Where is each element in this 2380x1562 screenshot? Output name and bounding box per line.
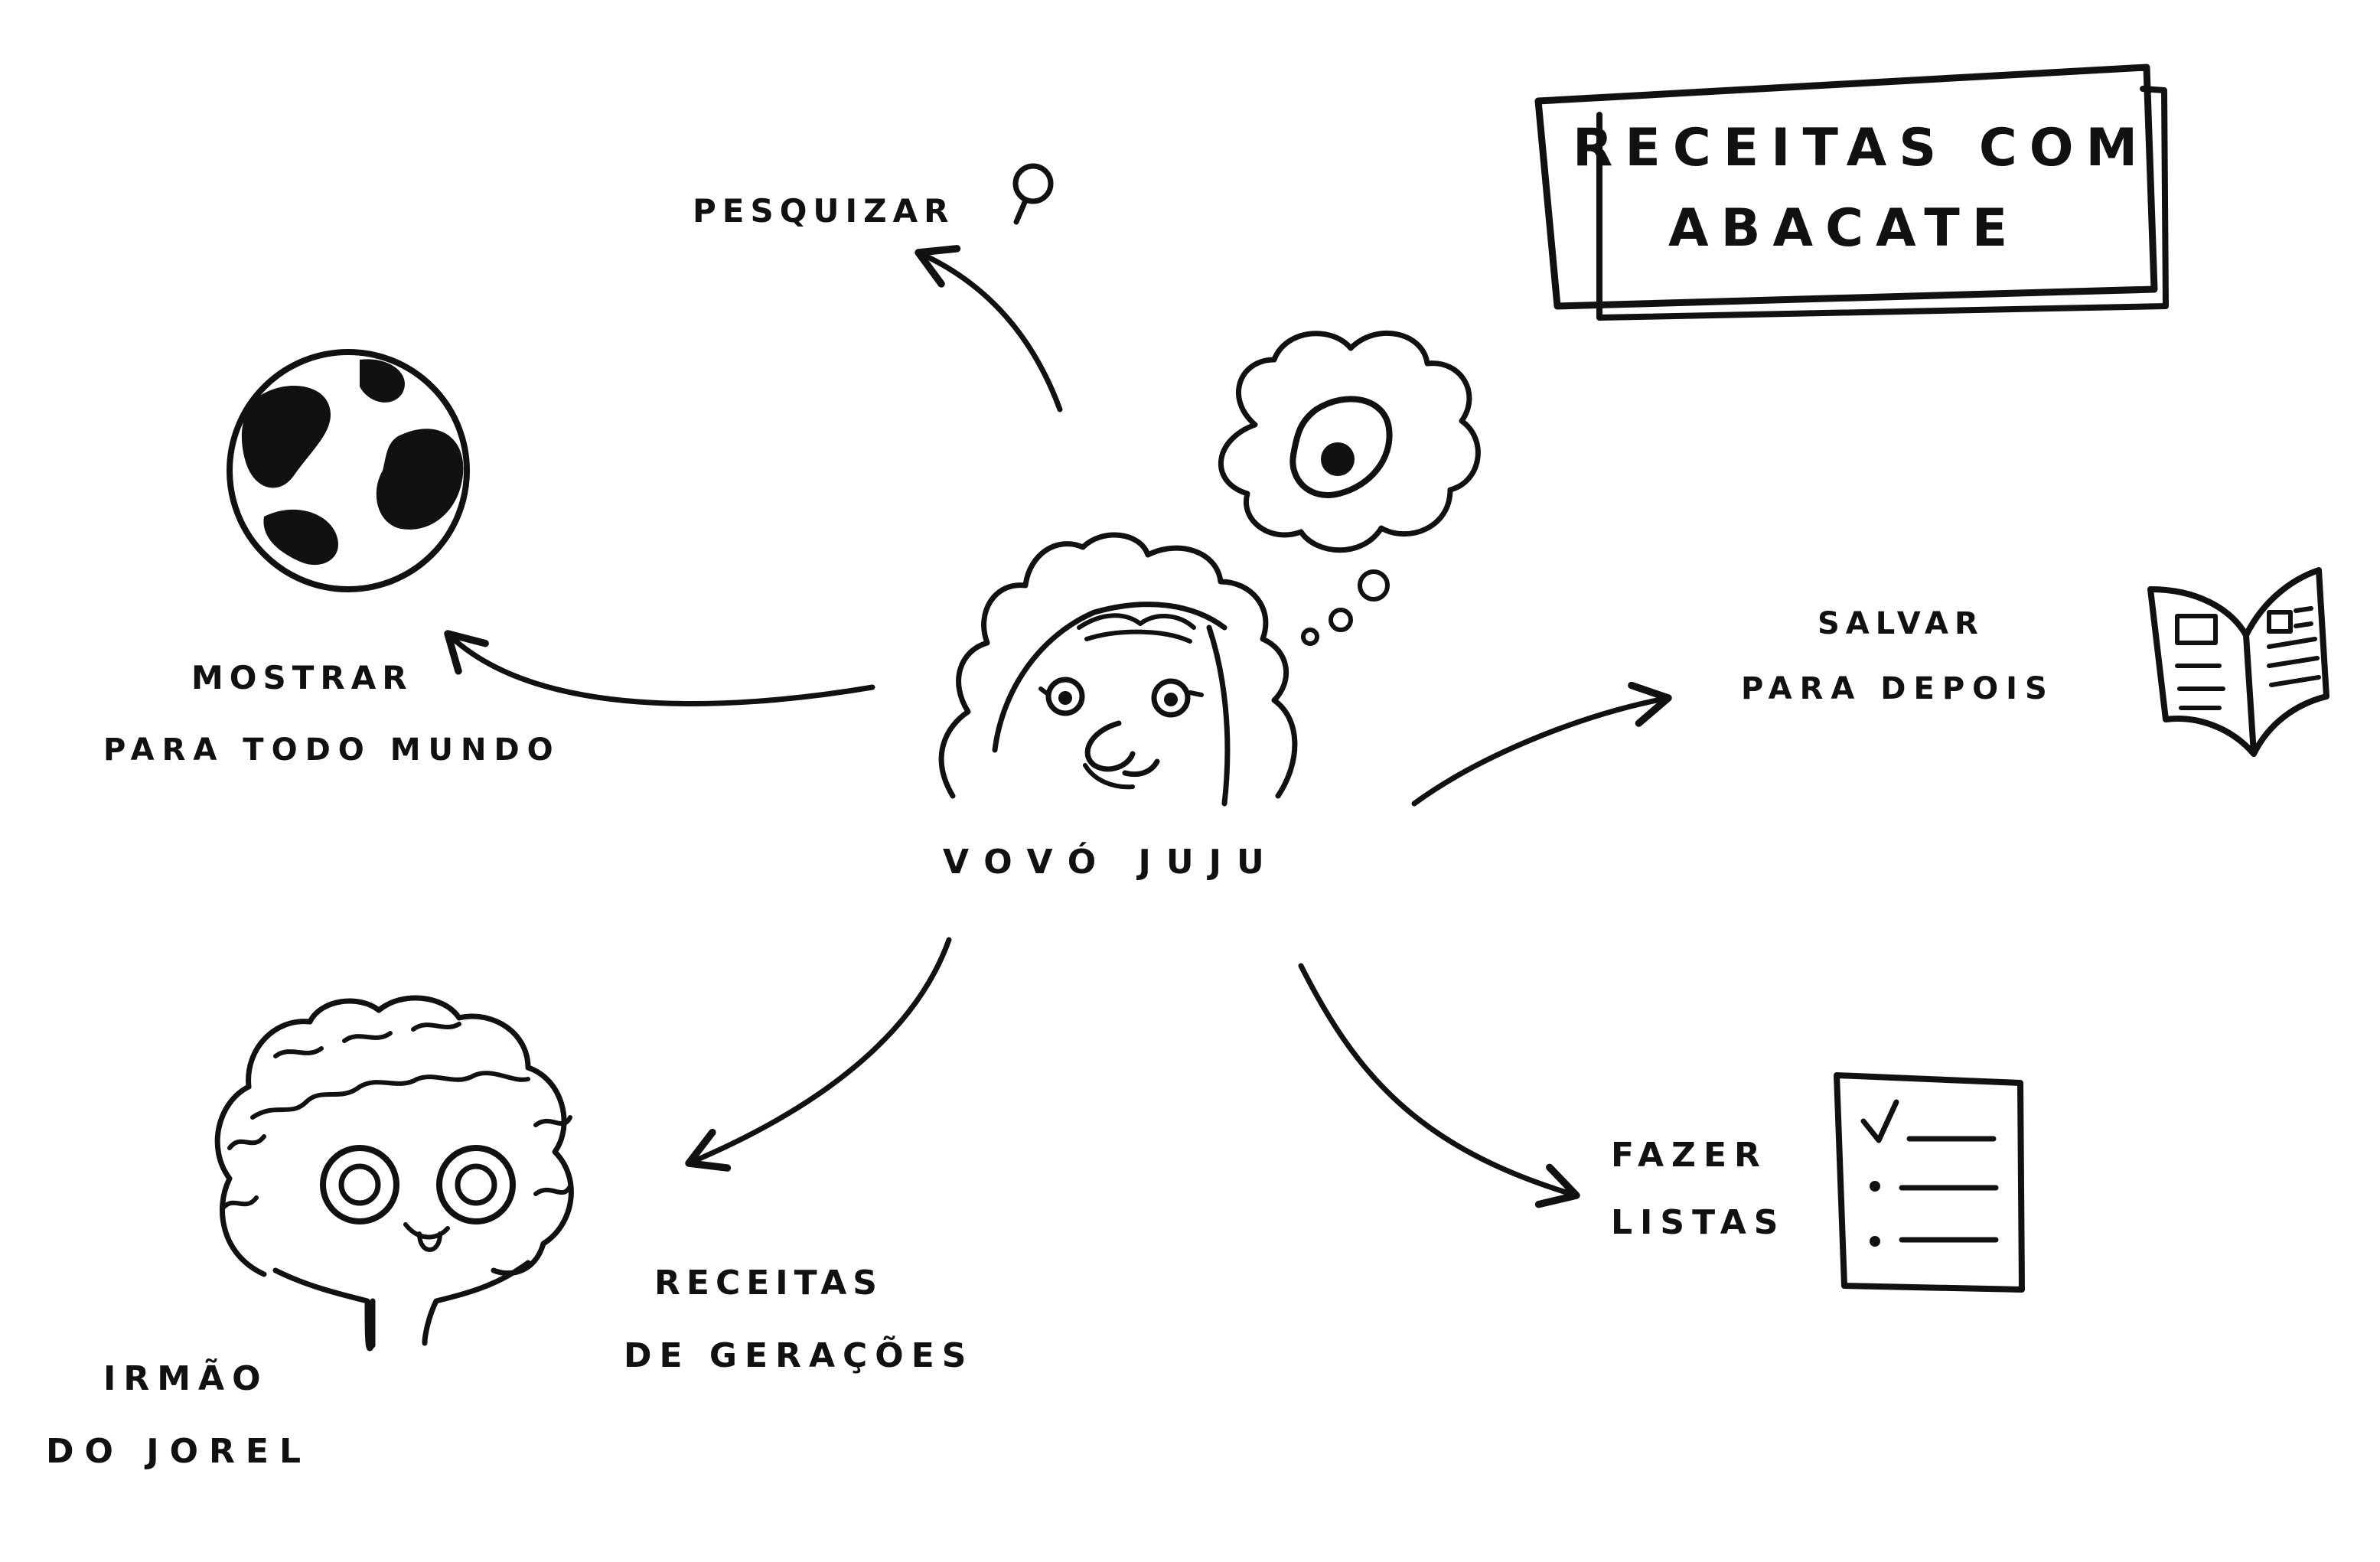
share-label-line-1: MOSTRAR <box>191 659 413 696</box>
title-line-2: ABACATE <box>1668 198 2020 259</box>
save-label-line-1: SALVAR <box>1818 606 1984 641</box>
center-label: VOVÓ JUJU <box>943 843 1280 882</box>
title-line-1: RECEITAS COM <box>1573 118 2150 178</box>
boy-face-icon <box>214 995 574 1352</box>
arrow-to-save <box>1411 681 1672 807</box>
checklist-icon <box>1834 1072 2025 1293</box>
connector-arrows <box>444 245 1672 1208</box>
lists-label-line-1: FAZER <box>1611 1136 1768 1175</box>
save-label-line-2: PARA DEPOIS <box>1741 671 2055 706</box>
grandma-face-icon <box>938 532 1298 807</box>
open-book-icon <box>2147 567 2329 757</box>
brother-label-line-2: DO JOREL <box>46 1432 311 1471</box>
avocado-thought-bubble-icon <box>1218 330 1481 646</box>
arrow-to-lists <box>1298 963 1580 1208</box>
brother-label-line-1: IRMÃO <box>103 1359 269 1398</box>
magnifier-icon <box>1012 163 1054 225</box>
globe-icon <box>227 349 470 592</box>
generations-label-line-1: RECEITAS <box>654 1264 883 1303</box>
lists-label-line-2: LISTAS <box>1611 1203 1786 1242</box>
arrow-to-search <box>915 245 1063 413</box>
generations-label-line-2: DE GERAÇÕES <box>624 1336 974 1375</box>
arrow-to-share <box>444 630 875 706</box>
search-label: PESQUIZAR <box>693 192 955 230</box>
share-label-line-2: PARA TODO MUNDO <box>103 732 561 768</box>
arrow-to-generations <box>685 937 952 1172</box>
title-frame <box>1534 64 2169 321</box>
